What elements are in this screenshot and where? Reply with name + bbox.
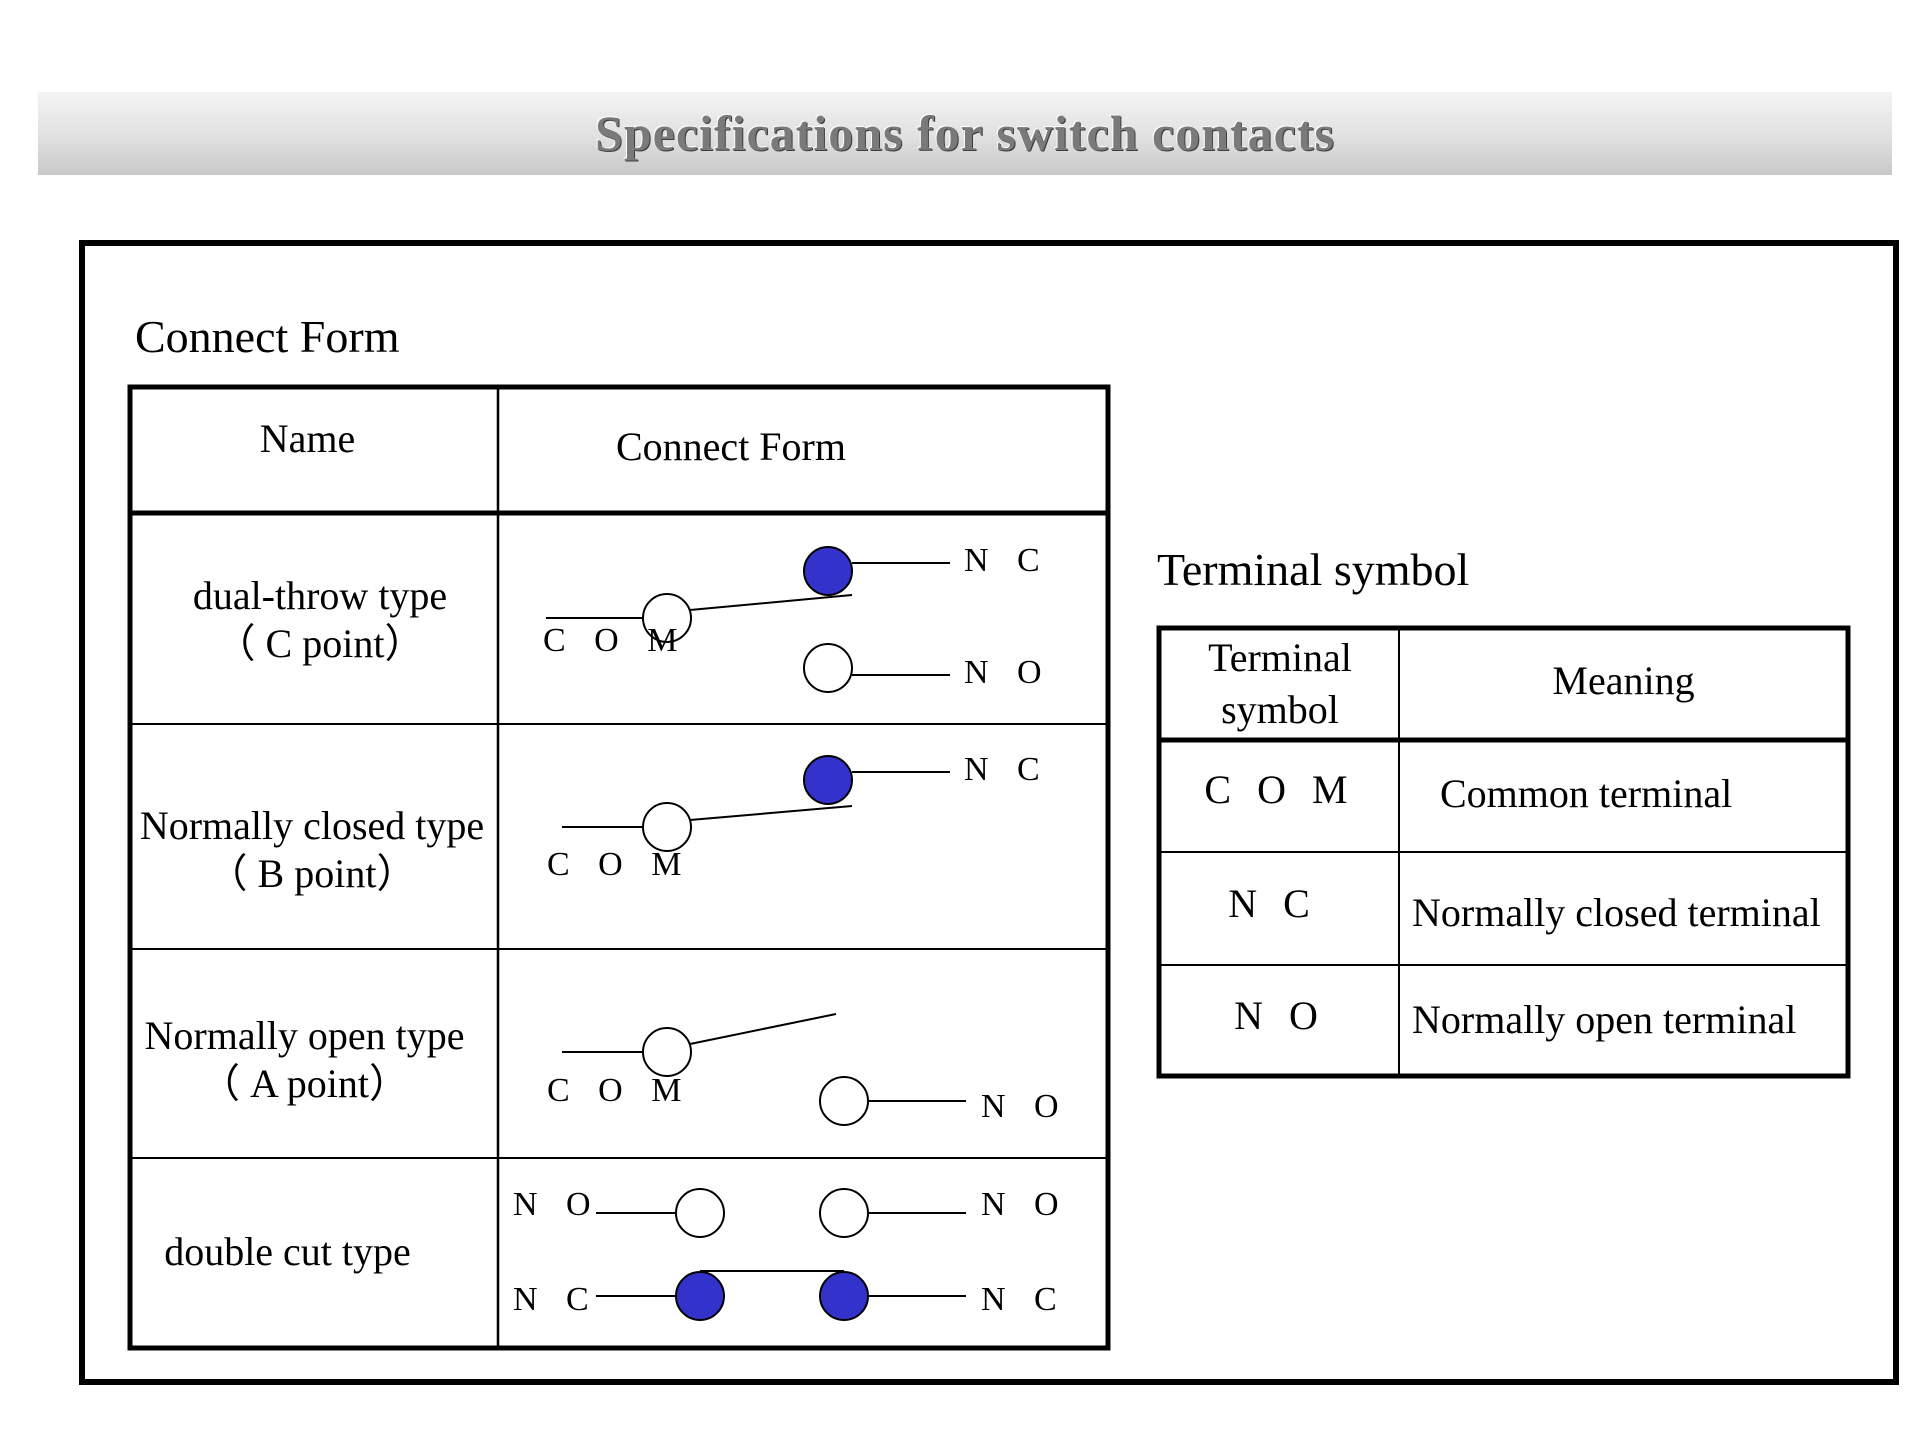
com-contact xyxy=(642,802,692,852)
label-no: N O xyxy=(981,1186,1069,1223)
page-title: Specifications for switch contacts xyxy=(595,105,1335,161)
column-header-connect-form: Connect Form xyxy=(616,424,846,469)
content-frame xyxy=(79,240,1899,1385)
column-header-name: Name xyxy=(259,416,356,461)
terminal-meaning-com: Common terminal xyxy=(1440,771,1733,816)
column-header-meaning: Meaning xyxy=(1552,658,1695,703)
label-nc: N C xyxy=(964,751,1050,788)
terminal-table-grid xyxy=(1156,625,1851,1079)
no-contact-open xyxy=(819,1076,869,1126)
label-nc: N C xyxy=(513,1281,599,1318)
com-contact xyxy=(642,1027,692,1077)
label-no: N O xyxy=(513,1186,601,1223)
row-name-normally-open: Normally open type （ A point） xyxy=(144,1013,465,1106)
label-com: C O M xyxy=(543,622,688,659)
nc-contact-closed xyxy=(803,755,853,805)
com-contact xyxy=(642,593,692,643)
no-contact-open xyxy=(819,1188,869,1238)
label-com: C O M xyxy=(547,846,692,883)
column-header-terminal-symbol: Terminal symbol xyxy=(1208,635,1352,732)
label-no: N O xyxy=(964,654,1052,691)
diagram-a-point xyxy=(562,1013,966,1126)
connect-form-table-border xyxy=(127,384,1111,1351)
row-name-dual-throw: dual-throw type （ C point） xyxy=(192,573,448,666)
row-name-double-cut: double cut type xyxy=(164,1229,411,1274)
terminal-symbol-heading: Terminal symbol xyxy=(1157,544,1470,595)
diagram-double-cut xyxy=(596,1188,966,1321)
nc-contact-closed xyxy=(819,1271,869,1321)
nc-contact-closed xyxy=(675,1271,725,1321)
terminal-meaning-no: Normally open terminal xyxy=(1412,997,1797,1042)
terminal-meaning-nc: Normally closed terminal xyxy=(1412,890,1821,935)
no-contact-open xyxy=(675,1188,725,1238)
connect-form-heading: Connect Form xyxy=(135,311,400,362)
row-name-normally-closed: Normally closed type （ B point） xyxy=(139,803,485,896)
terminal-symbol-com: C O M xyxy=(1204,767,1356,812)
terminal-symbol-nc: N C xyxy=(1228,881,1318,926)
label-nc: N C xyxy=(981,1281,1067,1318)
diagram-c-point xyxy=(546,546,950,693)
label-no: N O xyxy=(981,1088,1069,1125)
title-banner xyxy=(38,92,1892,175)
label-com: C O M xyxy=(547,1072,692,1109)
label-nc: N C xyxy=(964,542,1050,579)
diagram-b-point xyxy=(562,755,950,852)
terminal-symbol-no: N O xyxy=(1234,993,1326,1038)
no-contact-open xyxy=(803,643,853,693)
nc-contact-closed xyxy=(803,546,853,596)
connect-form-table-grid xyxy=(127,384,1111,1351)
